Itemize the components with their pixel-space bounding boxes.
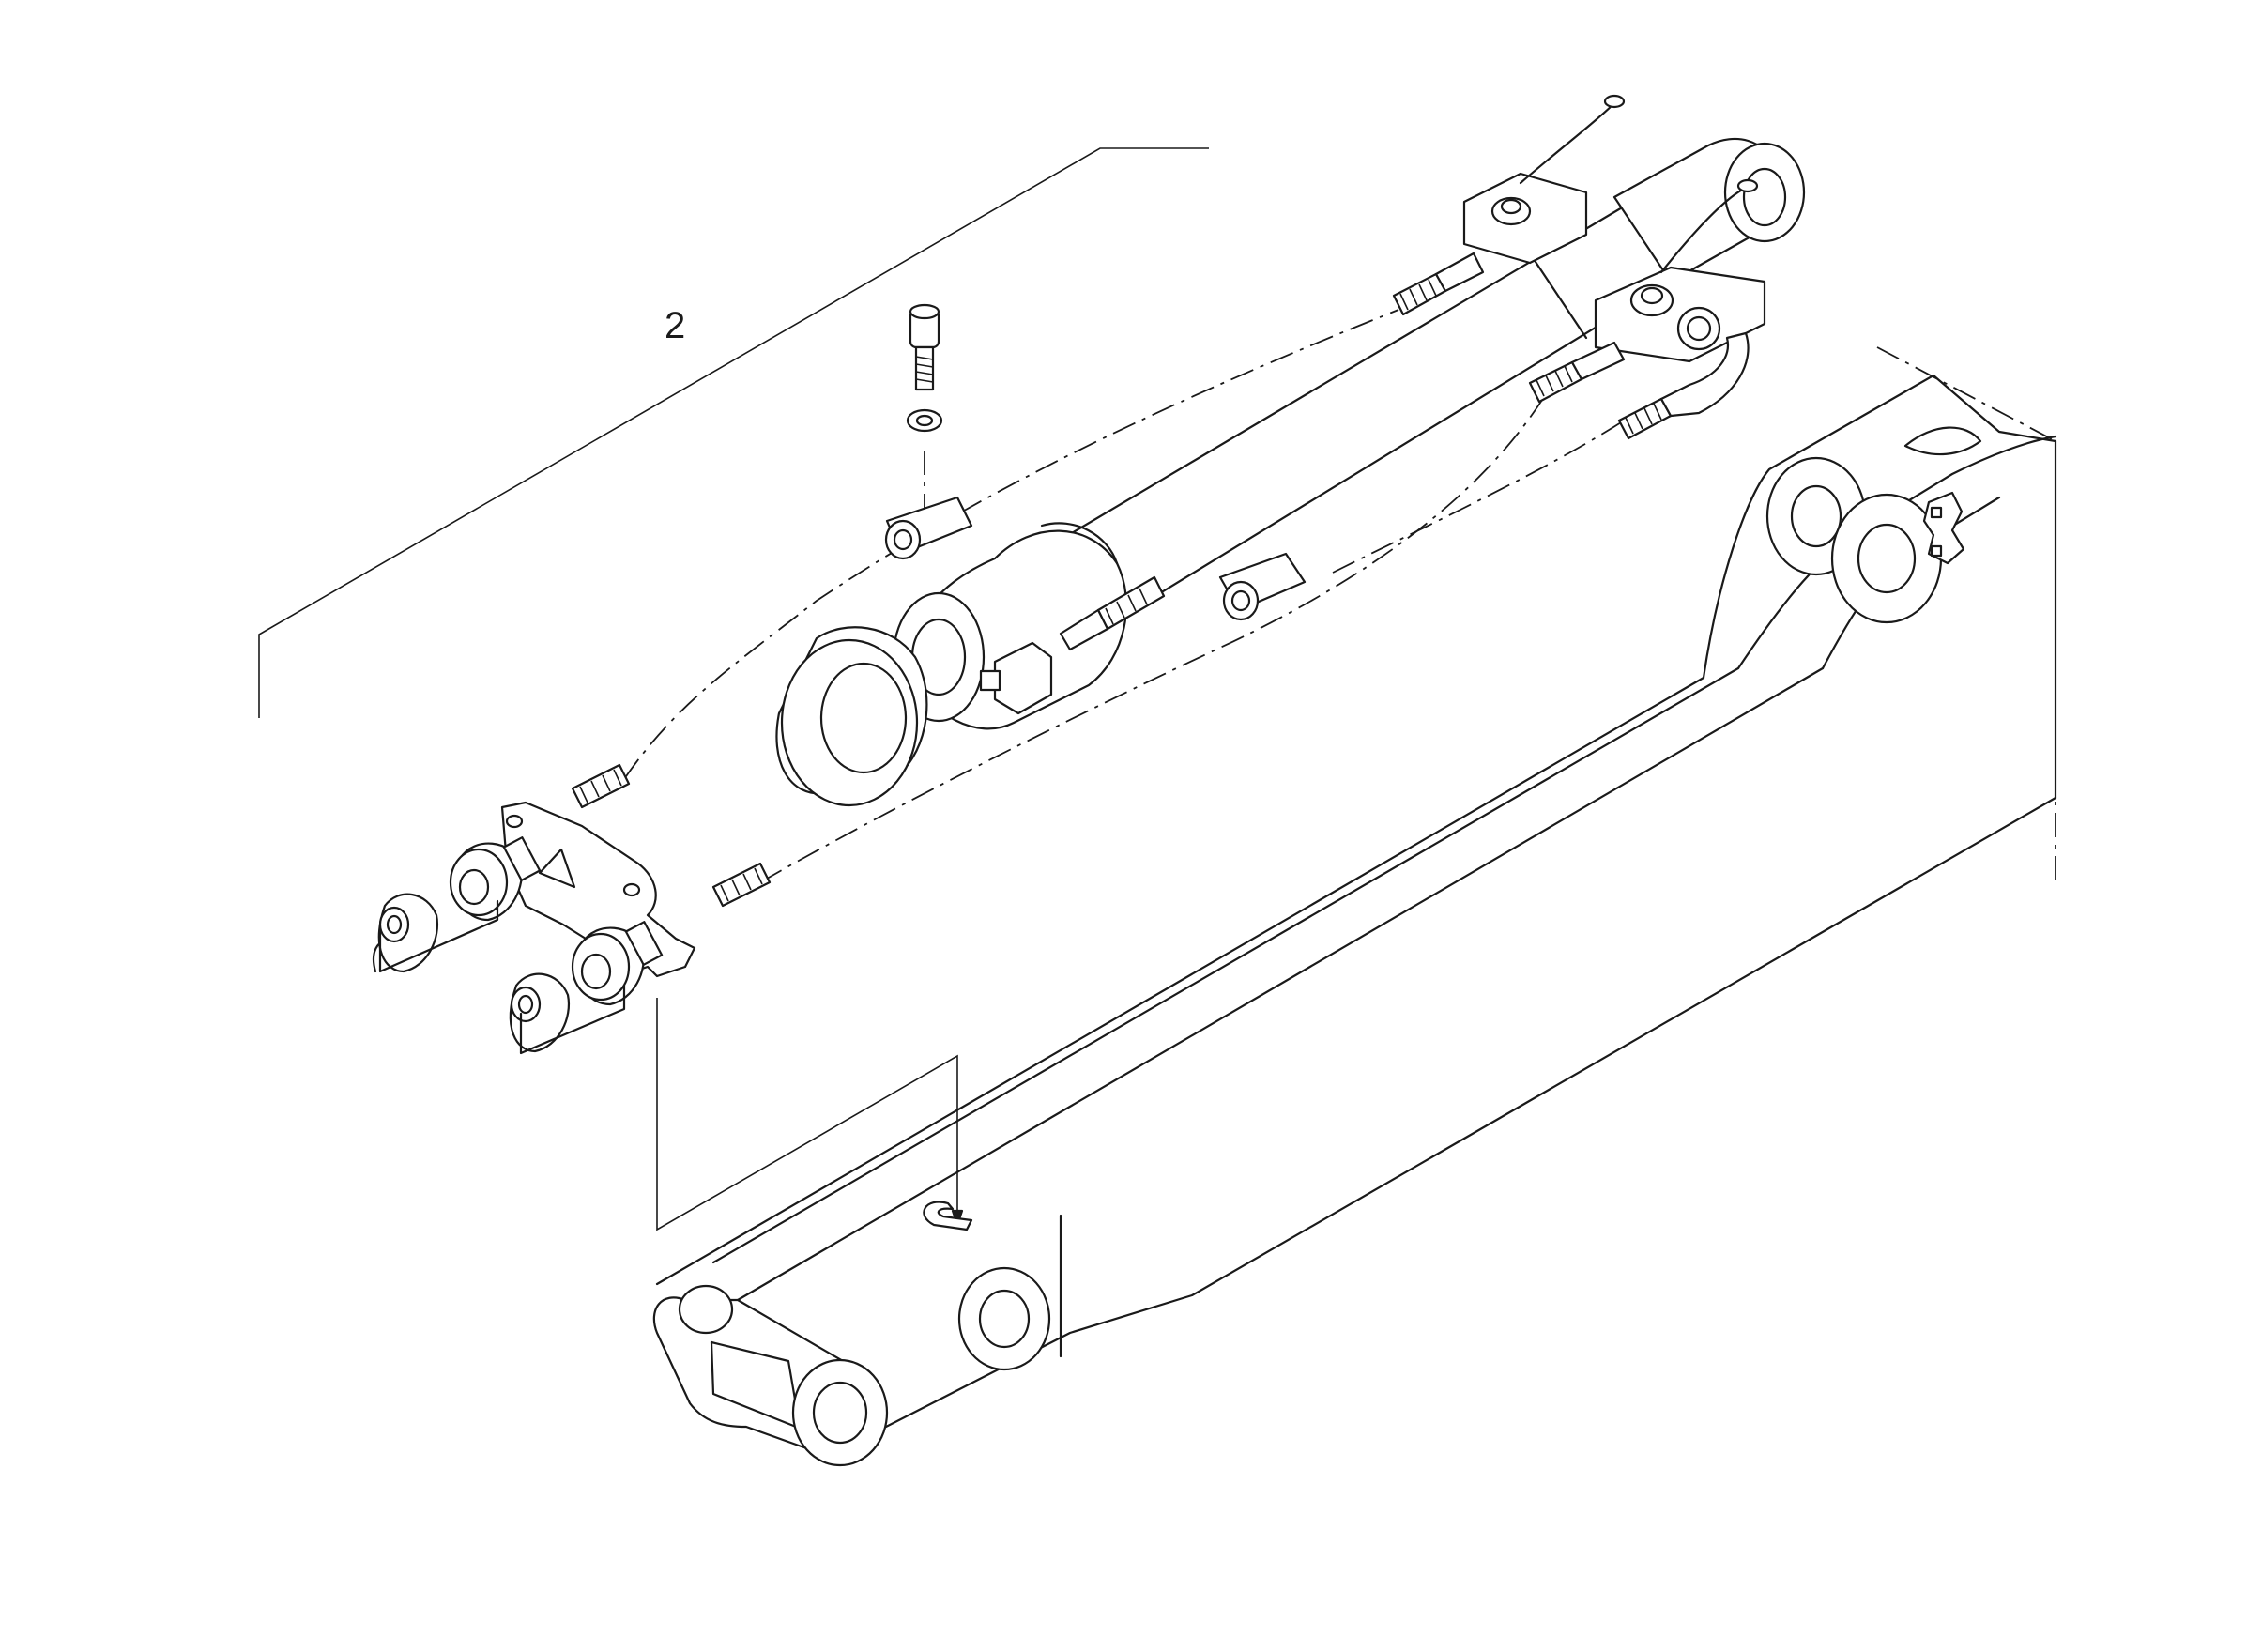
callout-label-2: 2 — [665, 305, 685, 346]
quick-coupler-2 — [509, 921, 664, 1055]
bolt — [909, 303, 940, 391]
hose-fitting-4 — [1059, 575, 1166, 651]
hose-fitting-6 — [711, 862, 772, 908]
boom-arm — [652, 346, 2057, 1467]
valve-block-rod — [979, 641, 1053, 715]
hose-clamp-1 — [884, 496, 973, 560]
valve-block-lower — [1594, 178, 1766, 363]
hose-fitting-2 — [1528, 341, 1626, 404]
hydraulic-cylinder — [775, 137, 1806, 807]
hose-clamp-2 — [1218, 552, 1307, 621]
quick-coupler-1 — [372, 836, 542, 973]
retainer-hook — [656, 998, 973, 1231]
washer — [906, 408, 943, 433]
valve-block-upper — [1462, 94, 1626, 265]
callout-2-bracket — [258, 147, 1209, 718]
hose-fitting-5 — [571, 763, 631, 809]
hose-fitting-3 — [1617, 331, 1750, 440]
hose-fitting-1 — [1392, 252, 1485, 316]
